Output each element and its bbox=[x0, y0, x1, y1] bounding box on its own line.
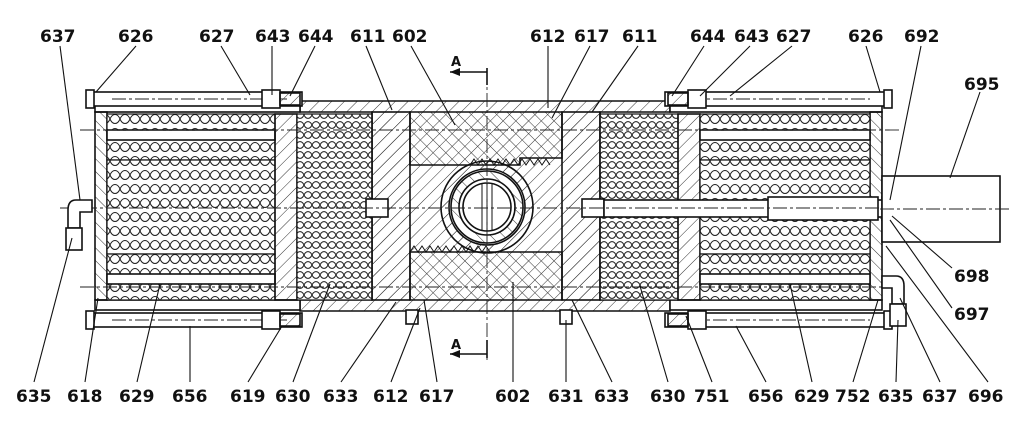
callout-602-bottom: 602 bbox=[495, 387, 531, 407]
callout-635-bottom-left: 635 bbox=[16, 387, 52, 407]
callout-637-top: 637 bbox=[40, 27, 76, 47]
callout-633-bottom-right: 633 bbox=[594, 387, 630, 407]
callout-656-bottom-right: 656 bbox=[748, 387, 784, 407]
callout-751: 751 bbox=[694, 387, 730, 407]
upper-rack bbox=[409, 111, 563, 166]
callout-695: 695 bbox=[964, 75, 1000, 95]
lower-rack bbox=[409, 251, 563, 301]
callout-643-top-left: 643 bbox=[255, 27, 291, 47]
left-end-cap bbox=[94, 111, 108, 301]
callout-619: 619 bbox=[230, 387, 266, 407]
callout-629-bottom-left: 629 bbox=[119, 387, 155, 407]
callout-612-bottom: 612 bbox=[373, 387, 409, 407]
callout-627-top-right: 627 bbox=[776, 27, 812, 47]
callout-602-top: 602 bbox=[392, 27, 428, 47]
elbow-fitting-left bbox=[67, 199, 93, 229]
left-piston-plate bbox=[274, 113, 298, 301]
callout-630-bottom-left: 630 bbox=[275, 387, 311, 407]
callout-626-top-right: 626 bbox=[848, 27, 884, 47]
callout-630-bottom-right: 630 bbox=[650, 387, 686, 407]
callout-611-top-left: 611 bbox=[350, 27, 386, 47]
left-cylinder-bottom-wall bbox=[94, 299, 301, 311]
callout-698: 698 bbox=[954, 267, 990, 287]
elbow-fitting-right bbox=[881, 275, 905, 305]
left-inner-spring bbox=[106, 159, 276, 255]
callout-626-top-left: 626 bbox=[118, 27, 154, 47]
left-middle-spring bbox=[296, 113, 373, 301]
callout-643-top-right: 643 bbox=[734, 27, 770, 47]
callout-692: 692 bbox=[904, 27, 940, 47]
callout-631: 631 bbox=[548, 387, 584, 407]
callout-656-bottom-left: 656 bbox=[172, 387, 208, 407]
callout-617-bottom: 617 bbox=[419, 387, 455, 407]
section-marker-bottom: A bbox=[450, 338, 488, 358]
callout-627-top-left: 627 bbox=[199, 27, 235, 47]
top-callouts: 637 626 627 643 644 611 602 612 617 611 … bbox=[40, 27, 1000, 95]
leader-lines bbox=[33, 45, 989, 383]
section-marker-top: A bbox=[450, 55, 488, 85]
callout-644-top-right: 644 bbox=[690, 27, 726, 47]
right-cylinder-bottom-wall bbox=[669, 299, 883, 311]
callout-752: 752 bbox=[835, 387, 871, 407]
callout-618: 618 bbox=[67, 387, 103, 407]
callout-617-top: 617 bbox=[574, 27, 610, 47]
callout-612-top: 612 bbox=[530, 27, 566, 47]
callout-635-bottom-right: 635 bbox=[878, 387, 914, 407]
right-callouts: 698 697 bbox=[954, 267, 990, 325]
callout-637-bottom: 637 bbox=[922, 387, 958, 407]
section-label-top: A bbox=[451, 55, 461, 70]
callout-629-bottom-right: 629 bbox=[794, 387, 830, 407]
actuator-body: A A bbox=[60, 55, 1010, 360]
callout-644-top-left: 644 bbox=[298, 27, 334, 47]
section-label-bottom: A bbox=[451, 338, 461, 353]
rod-nut bbox=[767, 196, 879, 221]
bottom-callouts: 635 618 629 656 619 630 633 612 617 602 … bbox=[16, 387, 1004, 407]
callout-633-bottom-left: 633 bbox=[323, 387, 359, 407]
callout-697: 697 bbox=[954, 305, 990, 325]
callout-696: 696 bbox=[968, 387, 1004, 407]
callout-611-top-right: 611 bbox=[622, 27, 658, 47]
